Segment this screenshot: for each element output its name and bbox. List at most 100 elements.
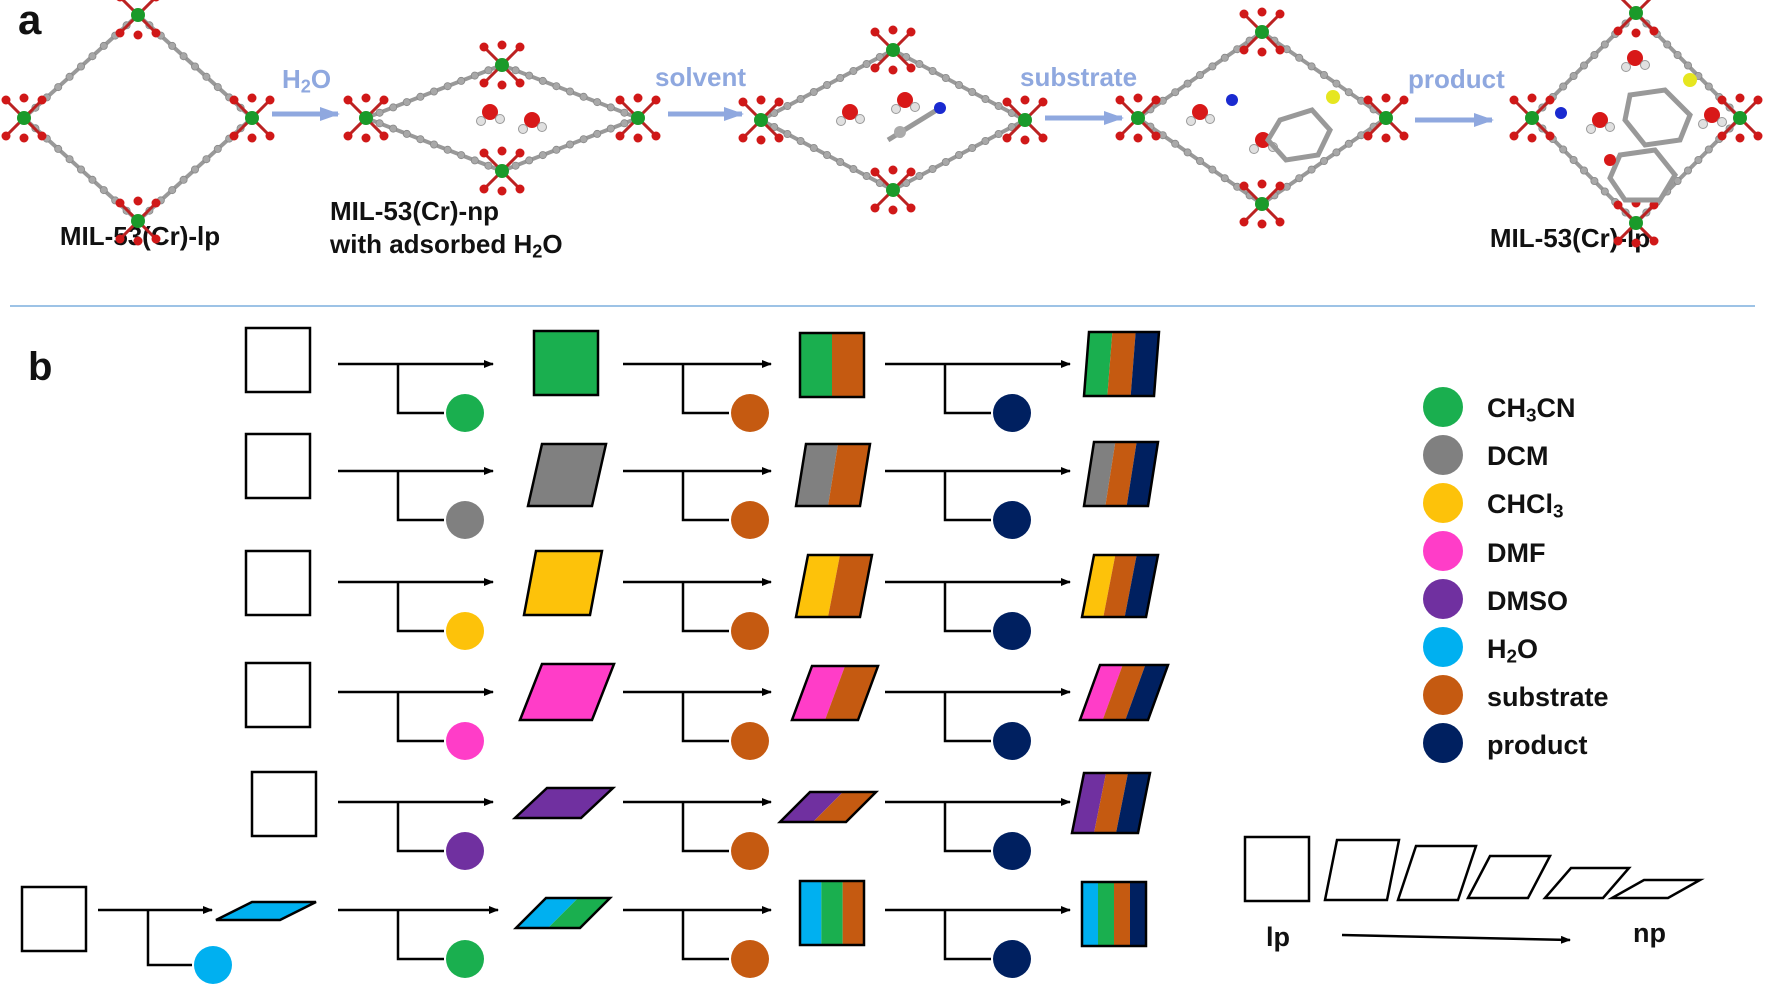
empty-framework-box bbox=[244, 661, 312, 729]
panel-a-letter: a bbox=[18, 0, 42, 43]
step-add-substrate bbox=[623, 467, 772, 539]
p-dot bbox=[993, 612, 1031, 650]
product-dot bbox=[1423, 723, 1463, 763]
scale-shape-6 bbox=[1607, 878, 1705, 900]
cf-dot bbox=[446, 612, 484, 650]
dmso-dot bbox=[446, 832, 484, 870]
step-add-solvent bbox=[338, 906, 499, 978]
s-dot bbox=[731, 722, 769, 760]
dmf-dot bbox=[446, 722, 484, 760]
empty-framework-box bbox=[244, 549, 312, 617]
substrate-dot bbox=[1423, 675, 1463, 715]
step-add-product bbox=[885, 578, 1071, 650]
framework-with-product bbox=[1080, 880, 1148, 948]
scale-shape-3 bbox=[1396, 844, 1478, 902]
step-add-product bbox=[885, 467, 1071, 539]
framework-np-water bbox=[343, 40, 661, 196]
framework-lp-empty bbox=[1, 0, 275, 246]
framework-solvent bbox=[738, 25, 1048, 215]
step-add-product bbox=[885, 906, 1071, 978]
step-add-product bbox=[885, 360, 1071, 432]
p-dot bbox=[993, 832, 1031, 870]
p-dot bbox=[993, 394, 1031, 432]
legend-label-water: H2O bbox=[1487, 634, 1539, 668]
framework-with-solvent bbox=[512, 896, 614, 930]
row-dcm bbox=[244, 432, 1160, 539]
step-label-substrate: substrate bbox=[1020, 62, 1138, 92]
scale-label-np: np bbox=[1633, 918, 1666, 948]
step-label-h2o: H2O bbox=[282, 64, 332, 97]
chloroform-dot bbox=[1423, 483, 1463, 523]
framework-with-water bbox=[215, 900, 317, 922]
framework-with-solvent bbox=[526, 442, 608, 508]
framework-with-substrate bbox=[776, 790, 880, 824]
step-add-substrate bbox=[623, 798, 772, 870]
framework-with-product bbox=[1070, 771, 1152, 835]
legend-label-chloroform: CHCl3 bbox=[1487, 489, 1564, 523]
row-dmf bbox=[244, 661, 1170, 760]
caption-np-line1: MIL-53(Cr)-np bbox=[330, 196, 499, 226]
framework-with-substrate bbox=[790, 664, 880, 722]
framework-with-product bbox=[1082, 440, 1160, 508]
step-add-solvent bbox=[338, 688, 494, 760]
scale-label-lp: lp bbox=[1266, 922, 1290, 952]
step-add-substrate bbox=[623, 578, 772, 650]
step-add-product bbox=[885, 798, 1071, 870]
ac-dot bbox=[446, 940, 484, 978]
dcm-dot bbox=[1423, 435, 1463, 475]
framework-with-product bbox=[1080, 553, 1160, 619]
legend-label-dcm: DCM bbox=[1487, 441, 1549, 471]
row-dmso bbox=[250, 770, 1152, 870]
caption-lp-end: MIL-53(Cr)-lp bbox=[1489, 223, 1651, 253]
framework-with-solvent bbox=[522, 549, 604, 617]
dcm-dot bbox=[446, 501, 484, 539]
step-add-solvent bbox=[338, 578, 494, 650]
step-add-substrate bbox=[623, 360, 772, 432]
caption-np-hydrated: MIL-53(Cr)-np with adsorbed H2O bbox=[330, 195, 630, 261]
step-add-solvent bbox=[338, 360, 494, 432]
step-add-solvent bbox=[338, 798, 494, 870]
framework-with-solvent bbox=[511, 786, 617, 820]
framework-with-substrate bbox=[794, 442, 872, 508]
dmf-dot bbox=[1423, 531, 1463, 571]
framework-with-substrate bbox=[794, 553, 874, 619]
framework-with-substrate bbox=[798, 331, 866, 399]
empty-framework-box bbox=[250, 770, 318, 838]
scale-shape-1 bbox=[1243, 835, 1311, 903]
s-dot bbox=[731, 612, 769, 650]
row-acetonitrile bbox=[244, 326, 1161, 432]
p-dot bbox=[993, 722, 1031, 760]
step-label-product: product bbox=[1408, 64, 1505, 94]
framework-with-product bbox=[1078, 663, 1170, 722]
framework-with-solvent bbox=[518, 662, 616, 722]
legend-label-dmso: DMSO bbox=[1487, 586, 1568, 616]
step-add-solvent bbox=[338, 467, 494, 539]
w-dot bbox=[194, 946, 232, 984]
legend-label-dmf: DMF bbox=[1487, 538, 1546, 568]
framework-with-solvent bbox=[532, 329, 600, 397]
legend-label-acetonitrile: CH3CN bbox=[1487, 393, 1576, 427]
step-add-product bbox=[885, 688, 1071, 760]
legend-label-product: product bbox=[1487, 730, 1588, 760]
s-dot bbox=[731, 940, 769, 978]
step-add-substrate bbox=[623, 906, 772, 978]
framework-product bbox=[1509, 0, 1763, 248]
framework-with-product bbox=[1082, 330, 1161, 398]
step-label-solvent: solvent bbox=[655, 62, 747, 92]
ac-dot bbox=[446, 394, 484, 432]
s-dot bbox=[731, 394, 769, 432]
step-add-substrate bbox=[623, 688, 772, 760]
water-dot bbox=[1423, 627, 1463, 667]
framework-with-substrate bbox=[798, 879, 866, 947]
empty-framework-box bbox=[244, 326, 312, 394]
caption-np-line2: with adsorbed H2O bbox=[330, 229, 563, 262]
framework-substrate bbox=[1115, 7, 1409, 229]
panel-b-letter: b bbox=[28, 345, 53, 389]
empty-framework-box bbox=[244, 432, 312, 500]
row-chloroform bbox=[244, 549, 1160, 650]
empty-framework-box bbox=[20, 885, 88, 953]
p-dot bbox=[993, 501, 1031, 539]
dmso-dot bbox=[1423, 579, 1463, 619]
scale-shape-2 bbox=[1323, 838, 1401, 902]
